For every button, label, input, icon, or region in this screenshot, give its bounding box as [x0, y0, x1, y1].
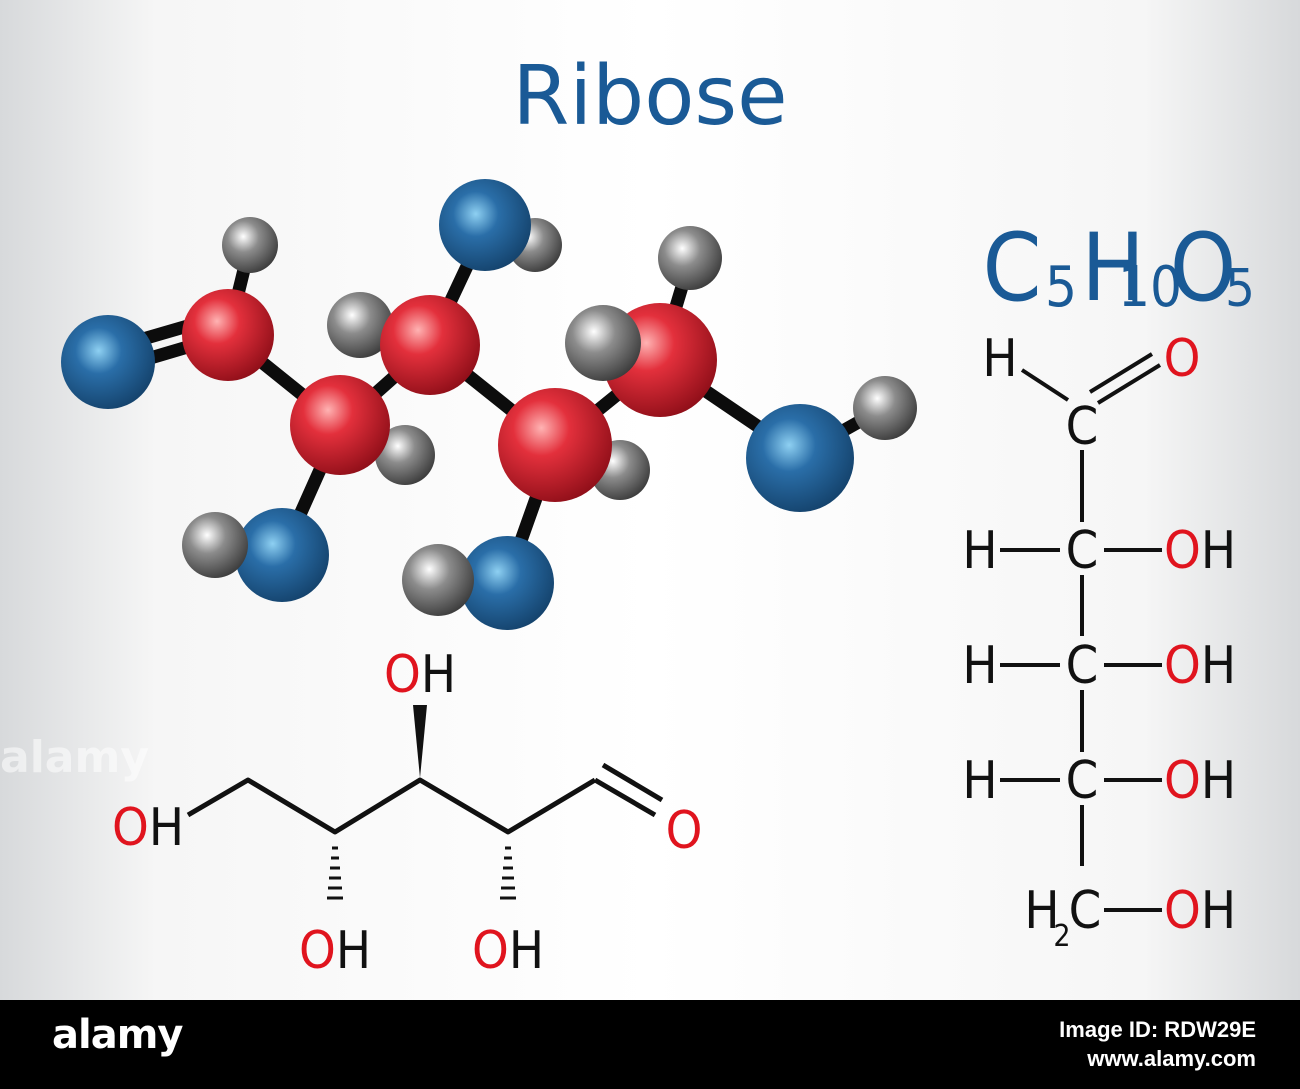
formula-h-subscript: 10	[1118, 255, 1182, 320]
oxygen-atom	[61, 315, 155, 409]
bond	[1020, 368, 1070, 402]
wedge-bond	[413, 705, 427, 778]
ball-and-stick-model	[61, 179, 917, 630]
skeletal-oh-top: OH	[384, 645, 456, 705]
fischer-bottom-oh: OH	[1164, 881, 1236, 941]
hydrogen-atom	[565, 305, 641, 381]
hydrogen-atom	[375, 425, 435, 485]
hydrogen-atom	[853, 376, 917, 440]
carbon-chain	[186, 777, 597, 835]
formula-o-subscript: 5	[1225, 259, 1255, 319]
formula-c: C	[982, 214, 1041, 323]
watermark: alamy	[0, 732, 149, 783]
skeletal-oh-bottom-2: OH	[472, 921, 544, 981]
fischer-row-2-c: C	[1066, 636, 1099, 696]
skeletal-formula: OH OH OH OH O	[112, 645, 702, 981]
fischer-top-o: O	[1164, 329, 1201, 389]
hydrogen-atom	[658, 226, 722, 290]
fischer-bottom-h: H	[1024, 881, 1059, 941]
page-title: Ribose	[512, 49, 787, 144]
fischer-top-h: H	[982, 329, 1017, 389]
double-bond	[1096, 363, 1162, 405]
hydrogen-atom	[182, 512, 248, 578]
carbon-atom	[498, 388, 612, 502]
molecular-formula: C 5 H 10 O 5	[982, 214, 1254, 323]
carbon-atom	[290, 375, 390, 475]
diagram-canvas: Ribose	[0, 0, 1300, 1000]
fischer-bottom-c: C	[1069, 881, 1102, 941]
footer-url: www.alamy.com	[1087, 1046, 1256, 1071]
oxygen-atom	[235, 508, 329, 602]
watermark-text: alamy	[0, 732, 149, 783]
formula-o: O	[1170, 214, 1237, 323]
fischer-bottom-subscript: 2	[1053, 919, 1070, 954]
formula-c-subscript: 5	[1045, 255, 1077, 320]
fischer-row-1-h: H	[962, 521, 997, 581]
footer-bar: alamy Image ID: RDW29E www.alamy.com	[0, 1000, 1300, 1089]
skeletal-oh-left: OH	[112, 798, 184, 858]
fischer-projection: H O C H C OH H C OH H C OH H 2 C OH	[962, 329, 1236, 954]
oxygen-atom	[439, 179, 531, 271]
carbon-atom	[182, 289, 274, 381]
double-bond	[601, 762, 664, 803]
hash-bond	[327, 846, 343, 900]
fischer-row-1-oh: OH	[1164, 521, 1236, 581]
fischer-row-1-c: C	[1066, 521, 1099, 581]
fischer-row-2-h: H	[962, 636, 997, 696]
double-bond	[1088, 352, 1154, 394]
skeletal-oh-bottom-1: OH	[299, 921, 371, 981]
fischer-row-3-h: H	[962, 751, 997, 811]
background	[0, 0, 1300, 1000]
footer-logo: alamy	[52, 1012, 183, 1058]
fischer-row-2-oh: OH	[1164, 636, 1236, 696]
skeletal-aldehyde-o: O	[666, 801, 703, 861]
fischer-top-c: C	[1066, 397, 1099, 457]
double-bond	[593, 777, 657, 818]
carbon-atom	[380, 295, 480, 395]
fischer-row-3-c: C	[1066, 751, 1099, 811]
oxygen-atom	[746, 404, 854, 512]
footer-meta: Image ID: RDW29E www.alamy.com	[1059, 1016, 1256, 1074]
hydrogen-atom	[222, 217, 278, 273]
oxygen-atom	[460, 536, 554, 630]
formula-h: H	[1081, 214, 1145, 323]
hash-bond	[500, 846, 516, 900]
hydrogen-atom	[402, 544, 474, 616]
image-id: Image ID: RDW29E	[1059, 1017, 1256, 1042]
hydrogen-atom	[327, 292, 393, 358]
fischer-row-3-oh: OH	[1164, 751, 1236, 811]
